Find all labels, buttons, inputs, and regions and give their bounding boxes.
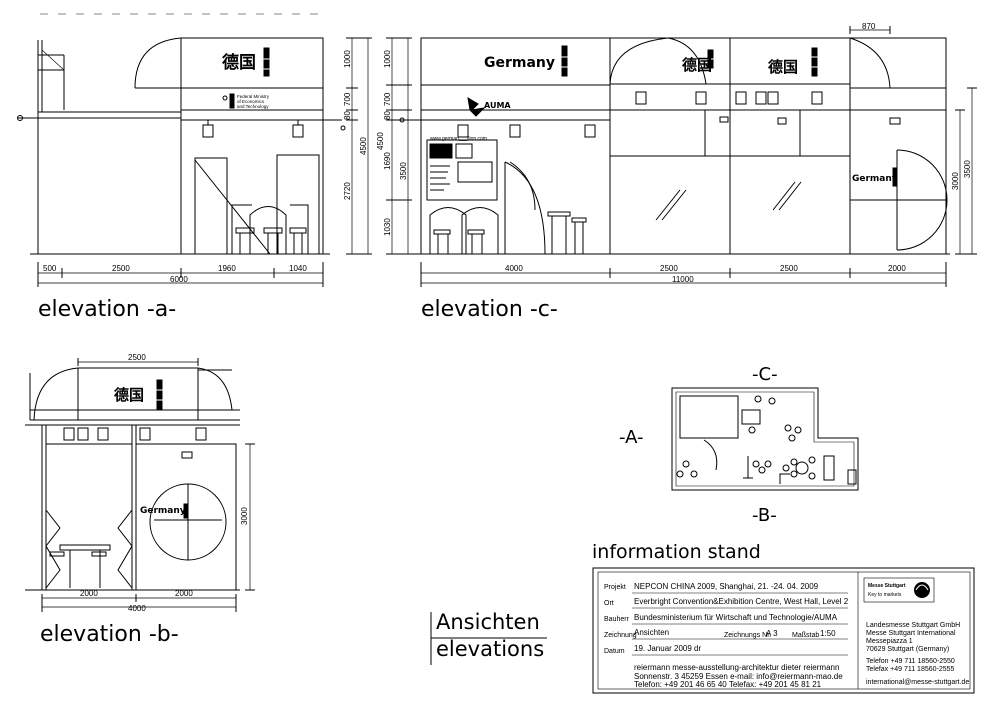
elev-b-sign-chinese: 德国 bbox=[114, 386, 144, 404]
dim-b-h1: 2000 bbox=[80, 589, 98, 598]
tb-org-3: Messepiazza 1 bbox=[866, 638, 913, 645]
tb-org-1: Landesmesse Stuttgart GmbH bbox=[866, 622, 961, 629]
dim-c-h2: 2500 bbox=[660, 264, 678, 273]
tb-ort-label: Ort bbox=[604, 600, 614, 607]
dim-b-total: 4000 bbox=[128, 604, 146, 613]
tb-org-2: Messe Stuttgart International bbox=[866, 630, 956, 637]
tb-fax: Telefax +49 711 18560-2555 bbox=[866, 666, 955, 673]
tb-ort: Everbright Convention&Exhibition Centre,… bbox=[634, 597, 849, 606]
dim-a-v3: 80 bbox=[343, 111, 352, 120]
dim-b-top: 2500 bbox=[128, 353, 146, 362]
tb-web: international@messe-stuttgart.de bbox=[866, 679, 970, 686]
caption-information-stand: information stand bbox=[592, 541, 761, 563]
tb-massstab: 1:50 bbox=[820, 629, 836, 638]
caption-elevation-c: elevation -c- bbox=[421, 297, 558, 322]
dim-a-h2: 2500 bbox=[112, 264, 130, 273]
tb-massstab-label: Maßstab bbox=[792, 632, 820, 639]
dim-c-vb: 4500 bbox=[376, 132, 385, 150]
dim-c-v3: 80 bbox=[383, 111, 392, 120]
tb-zeichnungs-nr: A 3 bbox=[766, 629, 778, 638]
tb-architect-3: Telefon: +49 201 46 65 40 Telefax: +49 2… bbox=[634, 680, 822, 689]
tb-bauherr: Bundesministerium für Wirtschaft und Tec… bbox=[634, 613, 838, 622]
dim-c-h1: 4000 bbox=[505, 264, 523, 273]
dim-c-r1: 3000 bbox=[951, 172, 960, 190]
dim-c-h3: 2500 bbox=[780, 264, 798, 273]
elev-c-url: www.german___ilion.com bbox=[430, 136, 487, 142]
tb-messe-logo: Messe Stuttgart bbox=[868, 583, 906, 589]
tb-zeichnung: Ansichten bbox=[634, 628, 670, 637]
dim-c-v2: 700 bbox=[383, 92, 392, 106]
tb-datum: 19. Januar 2009 dr bbox=[634, 644, 702, 653]
dim-c-h4: 2000 bbox=[888, 264, 906, 273]
dim-c-v1: 1000 bbox=[383, 50, 392, 68]
dim-b-v: 3000 bbox=[240, 507, 249, 525]
dim-c-va: 3500 bbox=[399, 162, 408, 180]
elevation-b-drawing bbox=[25, 358, 255, 612]
elev-c-sign-germany-2: Germany bbox=[852, 174, 898, 184]
elevation-c-drawing bbox=[386, 26, 977, 287]
dim-c-r2: 3500 bbox=[963, 160, 972, 178]
elev-c-sign-chinese-1: 德国 bbox=[682, 56, 712, 74]
tb-projekt-label: Projekt bbox=[604, 584, 626, 591]
tb-zeichnungs-nr-label: Zeichnungs Nr. bbox=[724, 632, 772, 639]
elev-c-sign-germany: Germany bbox=[484, 55, 555, 71]
tb-zeichnung-label: Zeichnung bbox=[604, 632, 637, 639]
plan-label-a: -A- bbox=[619, 427, 644, 448]
ministry-line-2: of Economics bbox=[237, 99, 265, 104]
caption-elevation-a: elevation -a- bbox=[38, 297, 177, 322]
tb-architect-1: reiermann messe-ausstellung-architektur … bbox=[634, 663, 840, 672]
tb-projekt: NEPCON CHINA 2009, Shanghai, 21. -24. 04… bbox=[634, 582, 819, 591]
dim-b-h2: 2000 bbox=[175, 589, 193, 598]
ministry-line-3: and Technology bbox=[237, 104, 269, 109]
dim-a-v1: 1000 bbox=[343, 50, 352, 68]
floor-plan-drawing bbox=[671, 387, 859, 491]
dim-a-v2: 700 bbox=[343, 92, 352, 106]
tb-architect-2: Sonnenstr. 3 45259 Essen e-mail: info@re… bbox=[634, 672, 843, 681]
tb-org-4: 70629 Stuttgart (Germany) bbox=[866, 646, 950, 653]
tb-tel: Telefon +49 711 18560-2550 bbox=[866, 658, 955, 665]
dim-a-h3: 1960 bbox=[218, 264, 236, 273]
elev-c-sign-chinese-2: 德国 bbox=[768, 58, 798, 76]
caption-elevations: elevations bbox=[436, 637, 545, 661]
caption-ansichten: Ansichten bbox=[436, 610, 540, 634]
tb-messe-tag: Key to markets bbox=[868, 592, 902, 598]
plan-label-c: -C- bbox=[752, 364, 778, 385]
dim-a-h4: 1040 bbox=[289, 264, 307, 273]
elevation-a-drawing bbox=[17, 37, 372, 287]
dim-c-total: 11000 bbox=[672, 275, 694, 284]
tb-datum-label: Datum bbox=[604, 648, 625, 655]
dim-c-v4: 1690 bbox=[383, 152, 392, 170]
tb-bauherr-label: Bauherr bbox=[604, 616, 629, 623]
title-block-frame bbox=[592, 567, 975, 694]
dim-a-total: 6000 bbox=[170, 275, 188, 284]
elev-b-sign-germany: Germany bbox=[140, 506, 186, 516]
ministry-line-1: Federal Ministry bbox=[237, 94, 270, 99]
dim-a-v4: 2720 bbox=[343, 182, 352, 200]
plan-label-b: -B- bbox=[752, 505, 777, 526]
dim-c-v5: 1030 bbox=[383, 218, 392, 236]
dim-a-h1: 500 bbox=[43, 264, 57, 273]
caption-elevation-b: elevation -b- bbox=[40, 622, 179, 647]
elev-c-sign-auma: AUMA bbox=[484, 101, 511, 110]
elev-a-sign-chinese: 德国 bbox=[222, 52, 256, 73]
dim-c-top: 870 bbox=[862, 22, 876, 31]
dim-a-vtotal: 4500 bbox=[359, 137, 368, 155]
